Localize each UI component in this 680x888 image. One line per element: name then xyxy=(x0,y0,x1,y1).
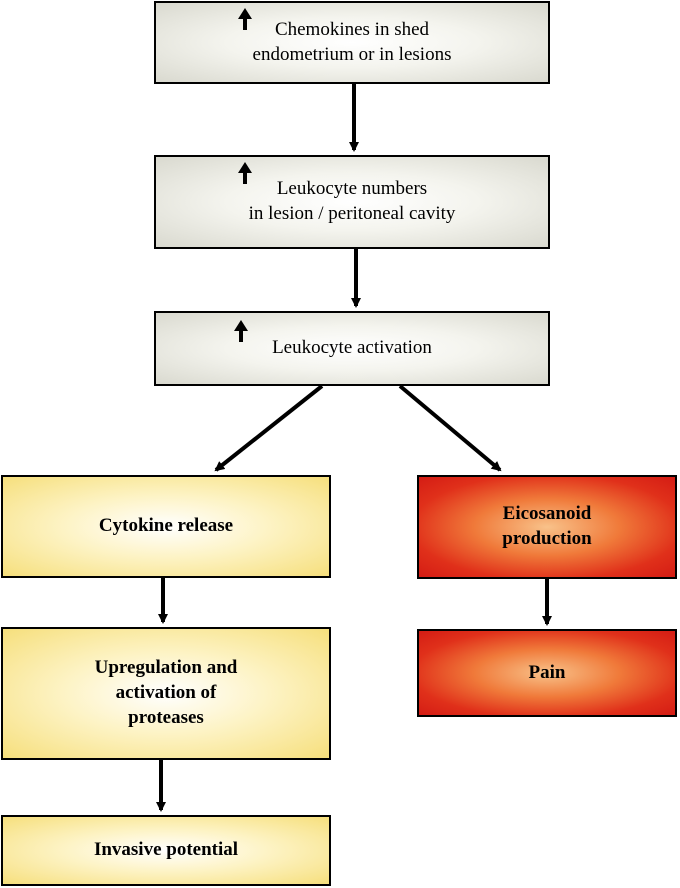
node-leukocyte-numbers-label: Leukocyte numbers in lesion / peritoneal… xyxy=(248,178,456,224)
up-arrow-icon xyxy=(234,320,248,342)
node-upregulation-proteases: Upregulation and activation of proteases xyxy=(1,627,331,760)
node-pain: Pain xyxy=(417,629,677,717)
node-invasive-potential: Invasive potential xyxy=(1,815,331,886)
node-chemokines-label: Chemokines in shed endometrium or in les… xyxy=(252,18,452,65)
node-leukocyte-activation: Leukocyte activation xyxy=(154,311,550,386)
node-leukocyte-activation-label: Leukocyte activation xyxy=(272,337,432,359)
node-eicosanoid-production: Eicosanoid production xyxy=(417,475,677,579)
node-pain-label: Pain xyxy=(528,661,566,683)
arrow-activation-to-eicosanoid xyxy=(398,384,502,472)
node-upregulation-proteases-label: Upregulation and activation of proteases xyxy=(94,657,238,728)
node-cytokine-release: Cytokine release xyxy=(1,475,331,578)
node-invasive-potential-label: Invasive potential xyxy=(93,839,239,861)
up-arrow-icon xyxy=(238,8,252,30)
up-arrow-icon xyxy=(238,162,252,184)
node-cytokine-release-label: Cytokine release xyxy=(98,515,234,537)
node-eicosanoid-production-label: Eicosanoid production xyxy=(502,503,592,549)
node-chemokines: Chemokines in shed endometrium or in les… xyxy=(154,1,550,84)
arrow-activation-to-cytokine xyxy=(214,384,324,472)
node-leukocyte-numbers: Leukocyte numbers in lesion / peritoneal… xyxy=(154,155,550,249)
